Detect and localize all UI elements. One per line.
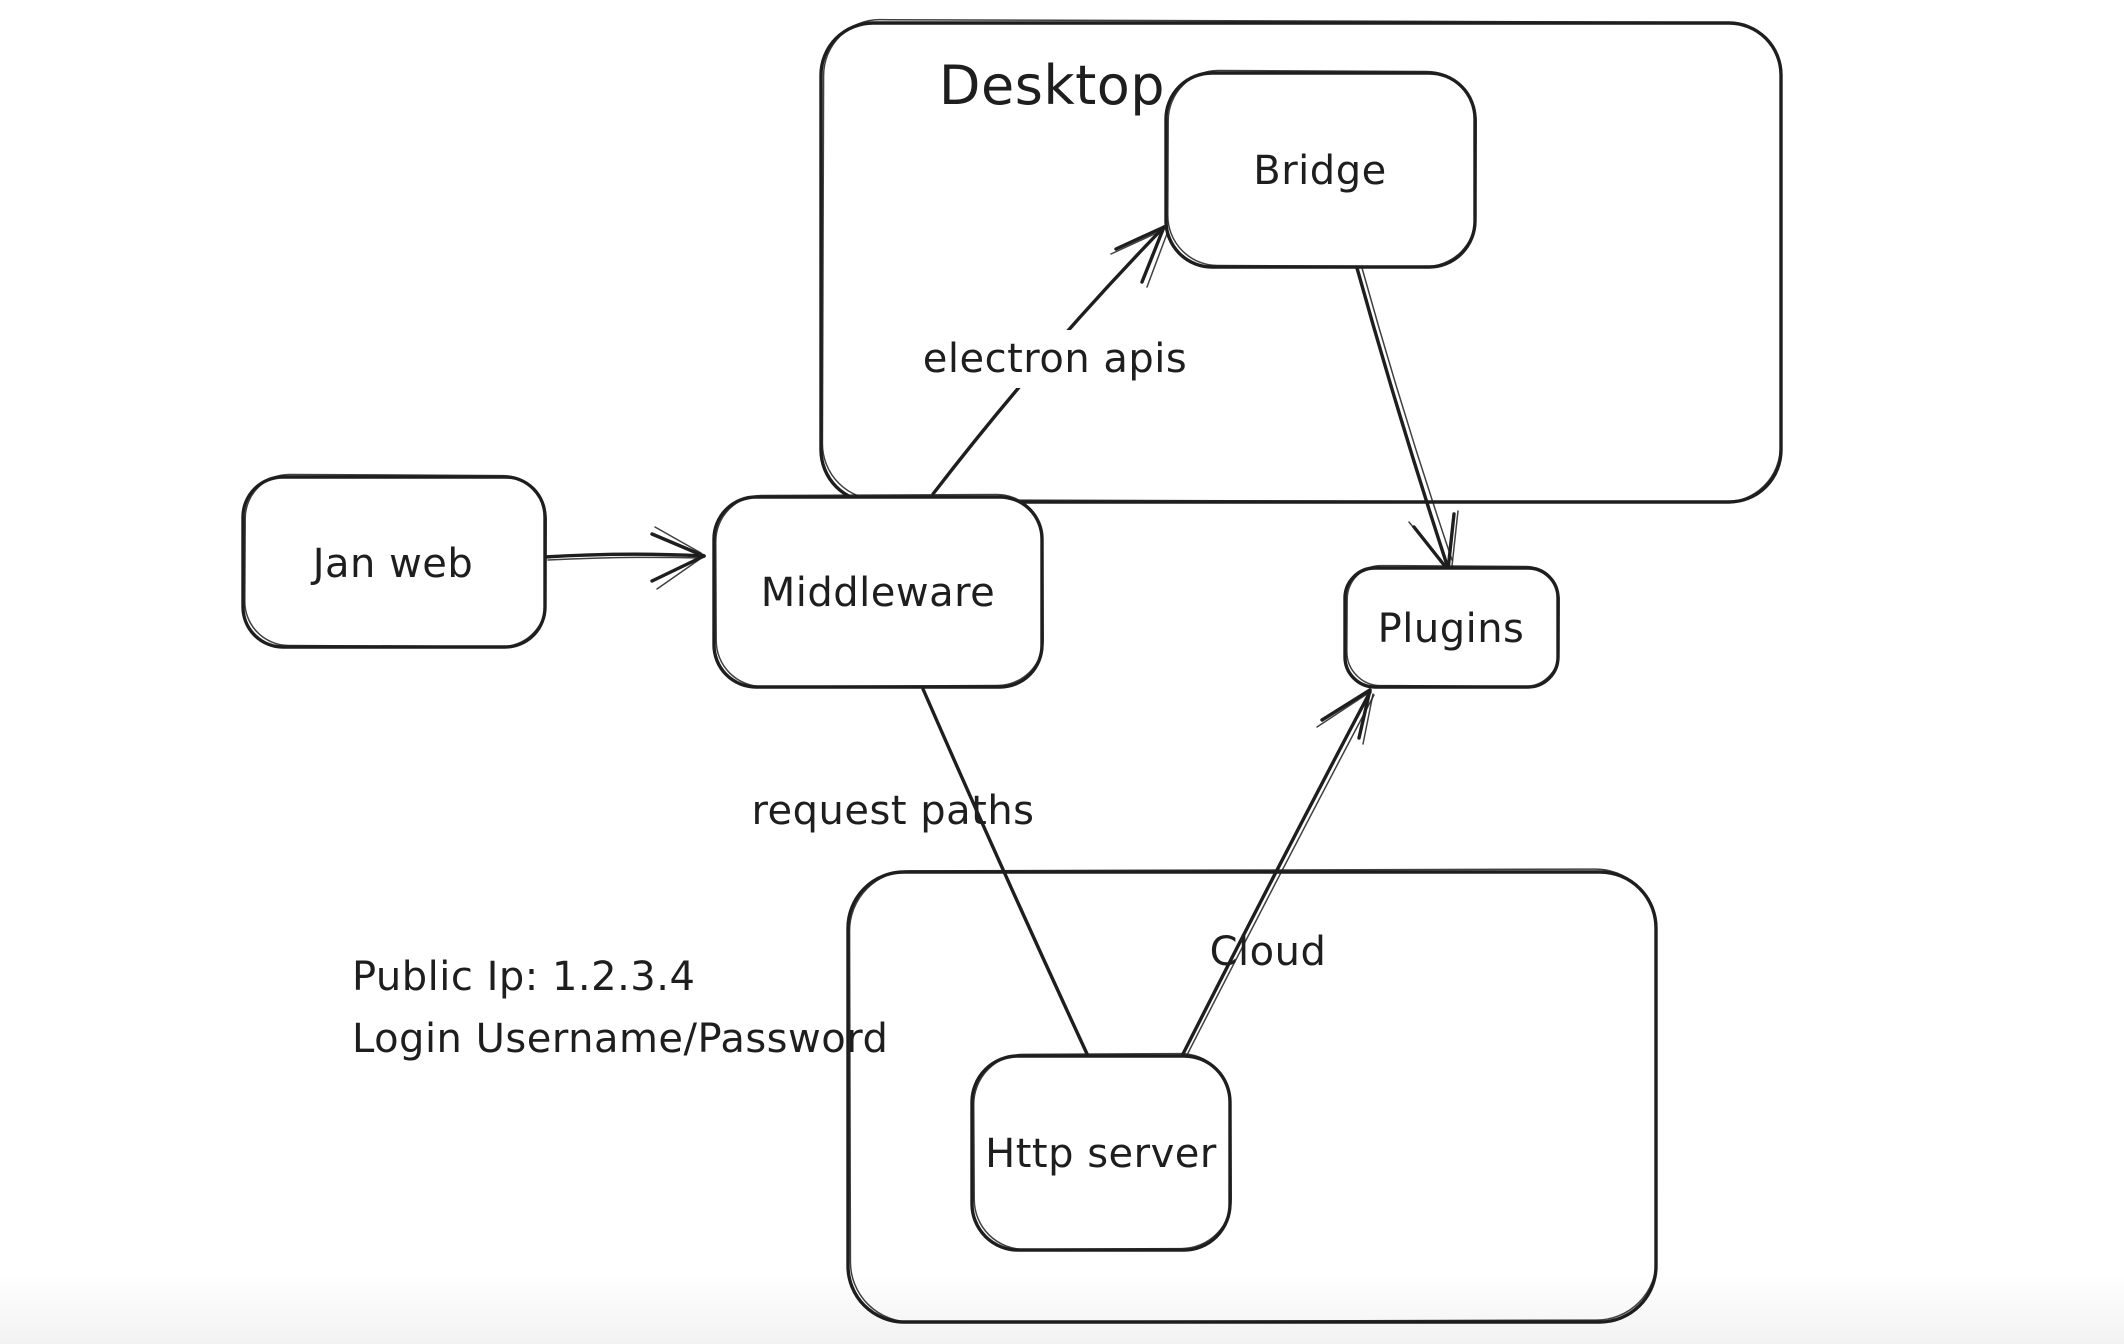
container-desktop-label: Desktop <box>939 54 1165 117</box>
edge-label-request-paths[interactable]: request paths <box>751 788 1034 834</box>
annotation-line-login: Login Username/Password <box>352 1016 888 1062</box>
node-jan-web-label: Jan web <box>310 541 474 587</box>
edge-label-background <box>918 330 1194 388</box>
edge-label-electron-apis: electron apis <box>923 336 1187 382</box>
container-cloud[interactable] <box>846 868 1658 1324</box>
edge-middleware-to-httpserver[interactable] <box>921 687 1090 1058</box>
edge-janweb-to-middleware[interactable] <box>543 526 706 590</box>
container-desktop[interactable]: Desktop <box>819 18 1783 504</box>
node-http-server-label: Http server <box>985 1131 1217 1177</box>
edge-bridge-to-plugins[interactable] <box>1355 266 1459 572</box>
node-bridge-label: Bridge <box>1253 148 1386 194</box>
node-jan-web[interactable]: Jan web <box>241 473 547 649</box>
edge-middleware-to-bridge[interactable]: electron apis <box>918 225 1194 496</box>
node-http-server[interactable]: Http server <box>970 1052 1232 1252</box>
annotation-line-public-ip: Public Ip: 1.2.3.4 <box>352 954 695 1000</box>
node-bridge[interactable]: Bridge <box>1164 69 1477 269</box>
container-cloud-label[interactable]: Cloud <box>1210 929 1327 975</box>
node-plugins[interactable]: Plugins <box>1343 564 1560 689</box>
node-middleware[interactable]: Middleware <box>712 493 1044 689</box>
node-plugins-label: Plugins <box>1378 606 1525 652</box>
annotation-credentials[interactable]: Public Ip: 1.2.3.4 Login Username/Passwo… <box>352 954 888 1062</box>
edge-httpserver-to-plugins[interactable] <box>1181 688 1375 1056</box>
node-middleware-label: Middleware <box>761 570 996 616</box>
